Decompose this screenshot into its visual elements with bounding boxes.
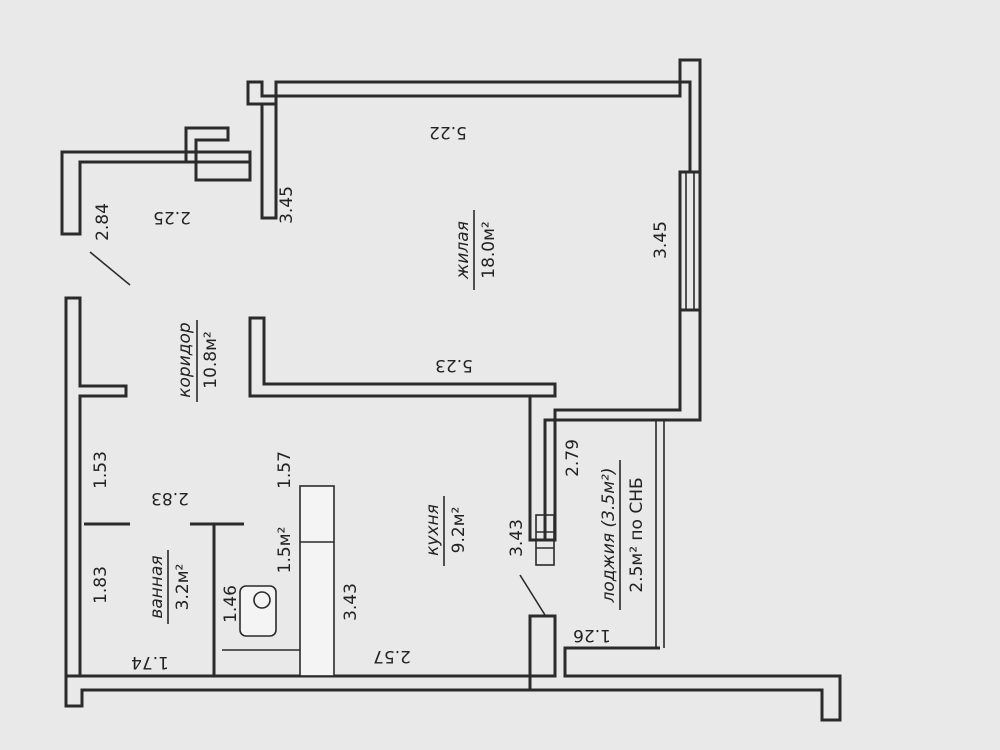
dimension-labels: 5.22 3.45 3.45 5.23 2.25 2.84 1.53 2.83 … [91, 122, 671, 672]
living-room-name: жилая [453, 221, 473, 280]
dim-279: 2.79 [563, 439, 583, 477]
room-labels: жилая 18.0м² коридор 10.8м² кухня 9.2м² … [147, 210, 647, 624]
walls [60, 58, 842, 722]
loggia-bottom-wall [528, 646, 842, 722]
living-room-area: 18.0м² [479, 221, 499, 279]
dim-522: 5.22 [429, 122, 467, 142]
loggia-door [535, 514, 555, 566]
toilet-seat-icon [253, 591, 271, 609]
dim-523: 5.23 [435, 355, 473, 375]
entrance-top-wall [60, 150, 252, 236]
vent-shaft-inner [195, 161, 251, 181]
dim-257: 2.57 [373, 646, 411, 666]
kitchen-area: 9.2м² [449, 507, 469, 554]
toilet-partition [190, 522, 244, 676]
dim-146: 1.46 [221, 585, 241, 623]
loggia-area: 2.5м² по СНБ [627, 477, 647, 592]
loggia-name: лоджия (3.5м²) [599, 468, 619, 604]
dim-225: 2.25 [153, 207, 191, 227]
entrance-door-swing [89, 251, 131, 286]
dim-343-kitchen: 3.43 [341, 583, 361, 621]
dim-153: 1.53 [91, 451, 111, 489]
living-left-wall-upper [260, 102, 278, 220]
dim-126: 1.26 [573, 625, 611, 645]
dim-345-right: 3.45 [651, 221, 671, 259]
corridor-area: 10.8м² [201, 331, 221, 389]
kitchen-counter [299, 485, 335, 677]
dim-174: 1.74 [131, 652, 169, 672]
fixtures [239, 485, 335, 677]
dim-343-wall: 3.43 [507, 519, 527, 557]
toilet-area: 1.5м² [275, 527, 295, 574]
bathroom-name: ванная [147, 555, 167, 618]
corridor-name: коридор [175, 322, 195, 398]
kitchen-door-swing [519, 574, 546, 616]
kitchen-name: кухня [423, 504, 443, 556]
kitchen-top-wall [250, 394, 545, 542]
dim-345-left: 3.45 [277, 186, 297, 224]
dim-183: 1.83 [91, 566, 111, 604]
bathroom-area: 3.2м² [173, 564, 193, 611]
dim-283: 2.83 [151, 488, 189, 508]
dim-284: 2.84 [93, 203, 113, 241]
dim-157: 1.57 [275, 451, 295, 489]
